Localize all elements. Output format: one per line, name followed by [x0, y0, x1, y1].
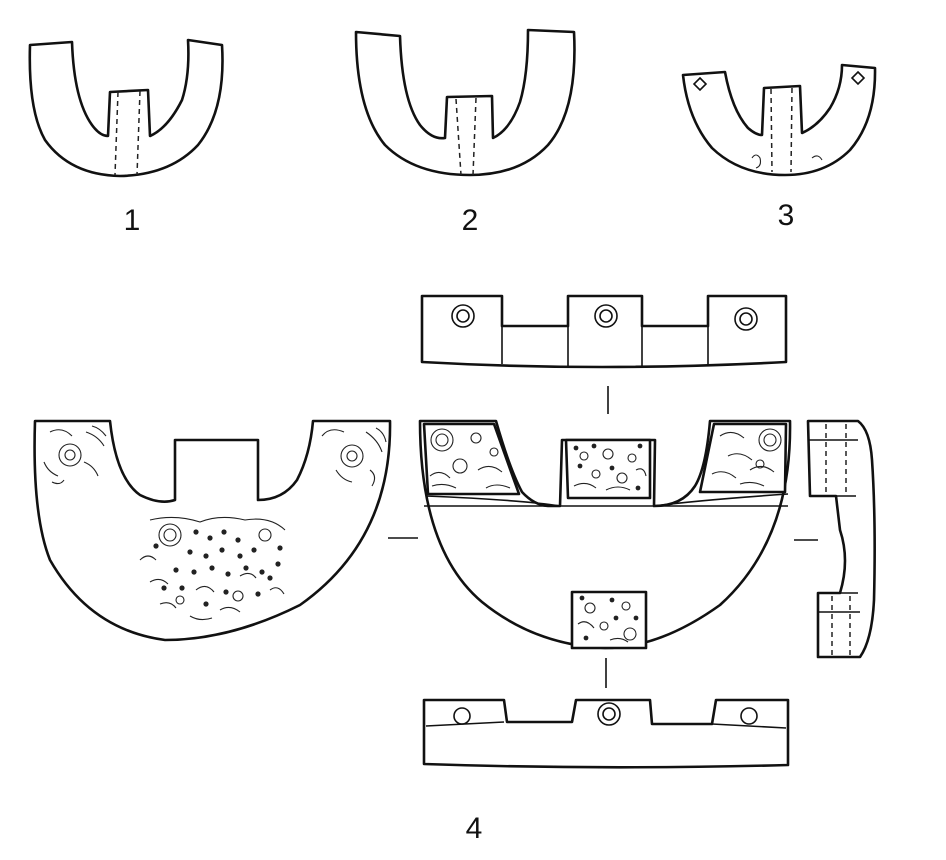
object-4-bottom-view: [422, 698, 790, 769]
object-1-drawing: [28, 38, 224, 178]
label-object-2: 2: [462, 204, 479, 237]
object-3-drawing: [681, 63, 877, 177]
object-4-reverse-view: [33, 419, 392, 642]
label-object-1: 1: [124, 204, 141, 237]
label-object-3: 3: [778, 199, 795, 232]
object-4-side-view: [806, 419, 876, 659]
object-4-front-view: [418, 419, 792, 650]
label-object-4: 4: [466, 812, 483, 845]
object-4-top-view: [420, 294, 788, 369]
object-2-drawing: [354, 28, 576, 177]
